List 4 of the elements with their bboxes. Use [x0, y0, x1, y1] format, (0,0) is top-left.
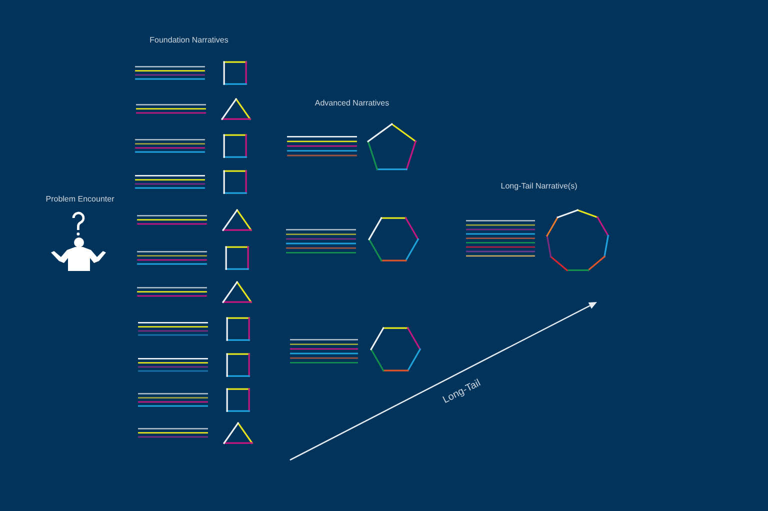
column-heading: Foundation Narratives: [150, 35, 228, 45]
column-heading: Advanced Narratives: [314, 98, 390, 108]
column-heading: Long-Tail Narrative(s): [500, 181, 578, 191]
section-heading: Problem Encounter: [46, 194, 114, 204]
